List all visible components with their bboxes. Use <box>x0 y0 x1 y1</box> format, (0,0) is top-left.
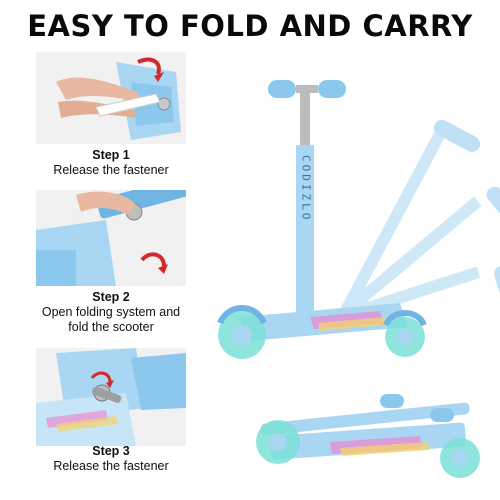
step-3-description: Release the fastener <box>53 459 169 473</box>
step-3-title: Step 3 <box>92 444 130 458</box>
folded-scooter-illustration <box>250 380 490 495</box>
left-grip <box>268 80 296 98</box>
folding-ghost-stems <box>314 119 500 331</box>
step-2-card: Step 2 Open folding system and fold the … <box>36 190 186 340</box>
step-3-caption: Step 3 Release the fastener <box>36 444 186 474</box>
step-3-card: Step 3 Release the fastener <box>36 348 186 473</box>
stem-brand-text: CODIZLO <box>300 155 313 222</box>
headline: EASY TO FOLD AND CARRY <box>27 9 473 43</box>
step-2-photo <box>36 190 186 286</box>
step-2-title: Step 2 <box>92 290 130 304</box>
step-2-description: Open folding system and fold the scooter <box>41 305 181 334</box>
step-3-photo <box>36 348 186 446</box>
scooter-folding-illustration: CODIZLO <box>200 55 500 385</box>
right-grip <box>318 80 346 98</box>
step-2-caption: Step 2 Open folding system and fold the … <box>36 290 186 335</box>
step-1-card: Step 1 Release the fastener <box>36 52 186 177</box>
step-1-caption: Step 1 Release the fastener <box>36 148 186 178</box>
step-1-photo <box>36 52 186 144</box>
step-1-title: Step 1 <box>92 148 130 162</box>
step-1-description: Release the fastener <box>53 163 169 177</box>
